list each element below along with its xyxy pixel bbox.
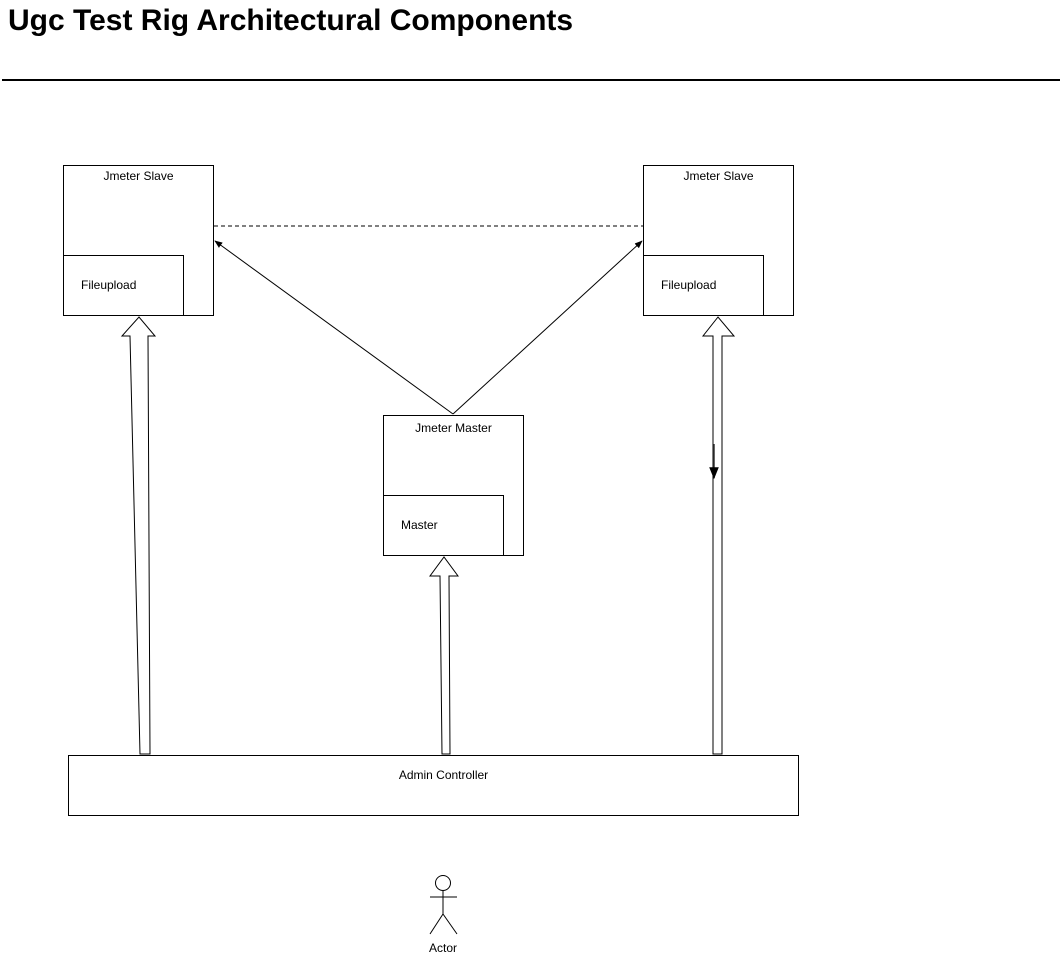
master-to-right-slave-arrow xyxy=(452,240,643,415)
title-divider xyxy=(2,79,1060,81)
admin-controller: Admin Controller xyxy=(68,755,799,816)
fileupload-left-label: Fileupload xyxy=(81,278,137,292)
jmeter-slave-right: Jmeter Slave Fileupload xyxy=(643,165,794,316)
master-to-left-slave-arrow xyxy=(214,240,454,415)
actor-label: Actor xyxy=(428,941,457,955)
jmeter-slave-left-title: Jmeter Slave xyxy=(103,169,174,183)
page-title: Ugc Test Rig Architectural Components xyxy=(8,4,574,37)
master-box-label: Master xyxy=(401,518,438,532)
admin-controller-title: Admin Controller xyxy=(398,768,489,782)
admin-to-master-arrow xyxy=(429,556,459,755)
fileupload-left: Fileupload xyxy=(63,255,184,316)
fileupload-right: Fileupload xyxy=(643,255,764,316)
jmeter-master-title: Jmeter Master xyxy=(415,421,492,435)
jmeter-slave-left: Jmeter Slave Fileupload xyxy=(63,165,214,316)
fileupload-right-label: Fileupload xyxy=(661,278,717,292)
actor-icon xyxy=(429,875,458,935)
master-box: Master xyxy=(383,495,504,556)
admin-to-right-slave-arrow xyxy=(701,316,736,755)
jmeter-slave-right-title: Jmeter Slave xyxy=(683,169,754,183)
admin-to-left-slave-arrow xyxy=(120,316,157,755)
jmeter-master: Jmeter Master Master xyxy=(383,415,524,556)
